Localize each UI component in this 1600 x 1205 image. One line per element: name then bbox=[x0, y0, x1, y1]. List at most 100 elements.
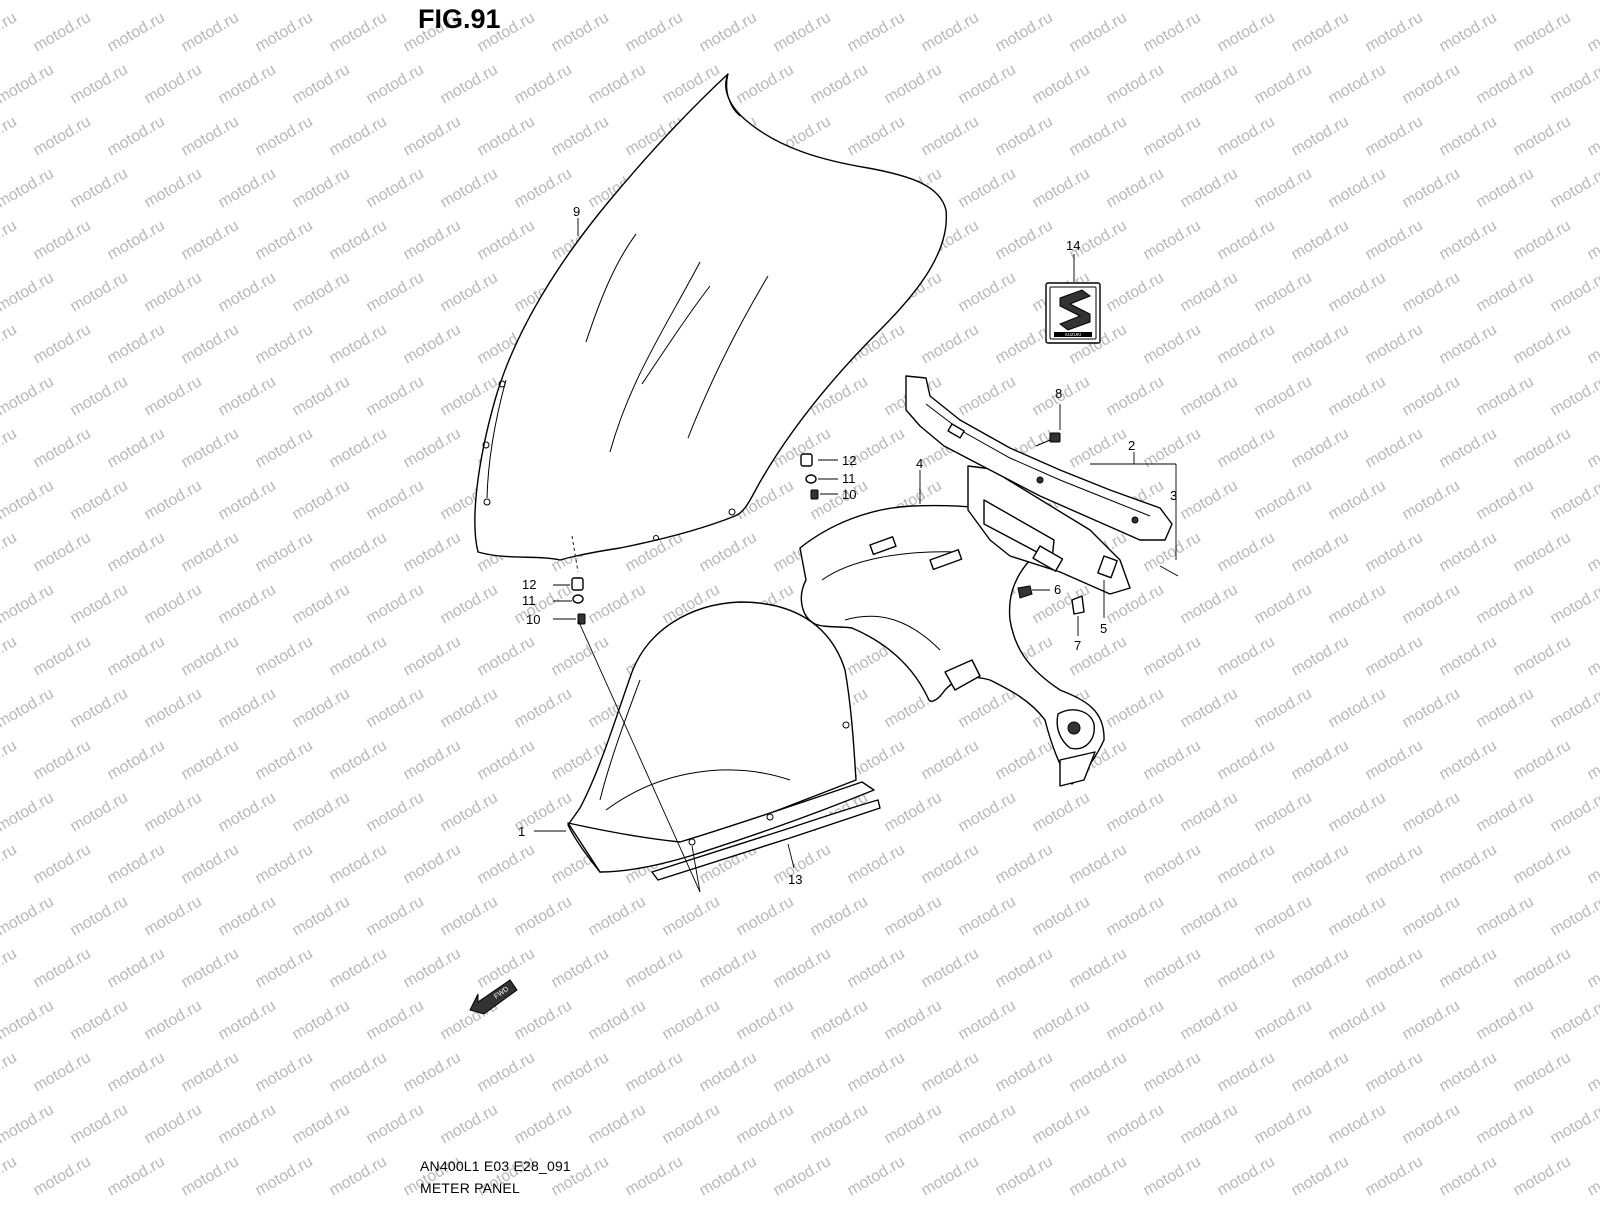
watermark-text: motod.ru bbox=[31, 633, 94, 679]
watermark-text: motod.ru bbox=[1437, 529, 1500, 575]
watermark-text: motod.ru bbox=[660, 893, 723, 939]
watermark-text: motod.ru bbox=[253, 321, 316, 367]
watermark-text: motod.ru bbox=[179, 737, 242, 783]
watermark-text: motod.ru bbox=[1437, 841, 1500, 887]
watermark-text: motod.ru bbox=[586, 0, 649, 3]
watermark-text: motod.ru bbox=[919, 1049, 982, 1095]
watermark-text: motod.ru bbox=[364, 1101, 427, 1147]
watermark-text: motod.ru bbox=[475, 1049, 538, 1095]
watermark-text: motod.ru bbox=[1326, 61, 1389, 107]
watermark-text: motod.ru bbox=[771, 1049, 834, 1095]
watermark-text: motod.ru bbox=[919, 737, 982, 783]
watermark-text: motod.ru bbox=[438, 789, 501, 835]
watermark-text: motod.ru bbox=[1215, 113, 1278, 159]
watermark-text: motod.ru bbox=[1511, 321, 1574, 367]
watermark-text: motod.ru bbox=[179, 217, 242, 263]
watermark-text: motod.ru bbox=[919, 113, 982, 159]
watermark-text: motod.ru bbox=[993, 737, 1056, 783]
watermark-text: motod.ru bbox=[1474, 789, 1537, 835]
watermark-text: motod.ru bbox=[1326, 373, 1389, 419]
watermark-text: motod.ru bbox=[327, 633, 390, 679]
part-windscreen bbox=[475, 74, 946, 560]
callout-4: 4 bbox=[916, 456, 923, 471]
watermark-text: motod.ru bbox=[1400, 685, 1463, 731]
watermark-text: motod.ru bbox=[1141, 321, 1204, 367]
watermark-text: motod.ru bbox=[401, 841, 464, 887]
watermark-text: motod.ru bbox=[1289, 737, 1352, 783]
watermark-text: motod.ru bbox=[216, 61, 279, 107]
watermark-text: motod.ru bbox=[253, 633, 316, 679]
watermark-text: motod.ru bbox=[1141, 1049, 1204, 1095]
watermark-text: motod.ru bbox=[401, 529, 464, 575]
watermark-text: motod.ru bbox=[1474, 165, 1537, 211]
callout-8: 8 bbox=[1055, 386, 1062, 401]
watermark-text: motod.ru bbox=[216, 373, 279, 419]
watermark-text: motod.ru bbox=[1363, 217, 1426, 263]
watermark-text: motod.ru bbox=[0, 789, 57, 835]
watermark-text: motod.ru bbox=[1548, 373, 1600, 419]
watermark-text: motod.ru bbox=[105, 217, 168, 263]
watermark-text: motod.ru bbox=[1104, 685, 1167, 731]
watermark-text: motod.ru bbox=[697, 9, 760, 55]
watermark-text: motod.ru bbox=[31, 217, 94, 263]
watermark-text: motod.ru bbox=[919, 945, 982, 991]
watermark-text: motod.ru bbox=[1067, 1153, 1130, 1199]
watermark-text: motod.ru bbox=[253, 1153, 316, 1199]
callout-2: 2 bbox=[1128, 438, 1135, 453]
watermark-text: motod.ru bbox=[512, 997, 575, 1043]
watermark-text: motod.ru bbox=[956, 997, 1019, 1043]
watermark-text: motod.ru bbox=[475, 633, 538, 679]
watermark-text: motod.ru bbox=[1326, 477, 1389, 523]
watermark-text: motod.ru bbox=[1289, 321, 1352, 367]
watermark-text: motod.ru bbox=[1252, 581, 1315, 627]
watermark-text: motod.ru bbox=[216, 685, 279, 731]
watermark-text: motod.ru bbox=[327, 1153, 390, 1199]
watermark-text: motod.ru bbox=[290, 477, 353, 523]
watermark-text: motod.ru bbox=[31, 9, 94, 55]
callout-11-lower: 11 bbox=[522, 593, 536, 608]
watermark-text: motod.ru bbox=[68, 997, 131, 1043]
watermark-text: motod.ru bbox=[142, 1101, 205, 1147]
watermark-text: motod.ru bbox=[586, 581, 649, 627]
figure-title: FIG.91 bbox=[418, 4, 501, 35]
watermark-text: motod.ru bbox=[993, 113, 1056, 159]
watermark-text: motod.ru bbox=[31, 945, 94, 991]
watermark-text: motod.ru bbox=[216, 165, 279, 211]
watermark-text: motod.ru bbox=[1252, 685, 1315, 731]
watermark-text: motod.ru bbox=[1585, 945, 1600, 991]
watermark-text: motod.ru bbox=[1030, 1101, 1093, 1147]
watermark-text: motod.ru bbox=[549, 1049, 612, 1095]
watermark-text: motod.ru bbox=[1363, 841, 1426, 887]
watermark-text: motod.ru bbox=[0, 685, 57, 731]
watermark-text: motod.ru bbox=[0, 1049, 20, 1095]
watermark-text: motod.ru bbox=[105, 529, 168, 575]
watermark-text: motod.ru bbox=[1400, 0, 1463, 3]
watermark-text: motod.ru bbox=[401, 1049, 464, 1095]
watermark-text: motod.ru bbox=[31, 841, 94, 887]
fastener-group-upper bbox=[801, 454, 818, 499]
watermark-text: motod.ru bbox=[0, 113, 20, 159]
watermark-text: motod.ru bbox=[1326, 685, 1389, 731]
callout-10-lower: 10 bbox=[526, 612, 540, 627]
watermark-text: motod.ru bbox=[660, 997, 723, 1043]
callout-12-upper: 12 bbox=[842, 453, 856, 468]
watermark-text: motod.ru bbox=[1400, 61, 1463, 107]
watermark-text: motod.ru bbox=[0, 9, 20, 55]
watermark-text: motod.ru bbox=[68, 685, 131, 731]
watermark-text: motod.ru bbox=[1511, 737, 1574, 783]
callout-1: 1 bbox=[518, 824, 525, 839]
watermark-text: motod.ru bbox=[1252, 61, 1315, 107]
watermark-text: motod.ru bbox=[771, 945, 834, 991]
watermark-text: motod.ru bbox=[956, 789, 1019, 835]
watermark-text: motod.ru bbox=[1178, 997, 1241, 1043]
watermark-text: motod.ru bbox=[845, 113, 908, 159]
watermark-text: motod.ru bbox=[993, 945, 1056, 991]
watermark-text: motod.ru bbox=[290, 373, 353, 419]
watermark-text: motod.ru bbox=[1215, 9, 1278, 55]
watermark-text: motod.ru bbox=[1585, 217, 1600, 263]
watermark-text: motod.ru bbox=[1400, 997, 1463, 1043]
watermark-text: motod.ru bbox=[1289, 945, 1352, 991]
callout-3: 3 bbox=[1170, 488, 1177, 503]
watermark-text: motod.ru bbox=[68, 61, 131, 107]
part-emblem: SUZUKI bbox=[1046, 283, 1100, 343]
